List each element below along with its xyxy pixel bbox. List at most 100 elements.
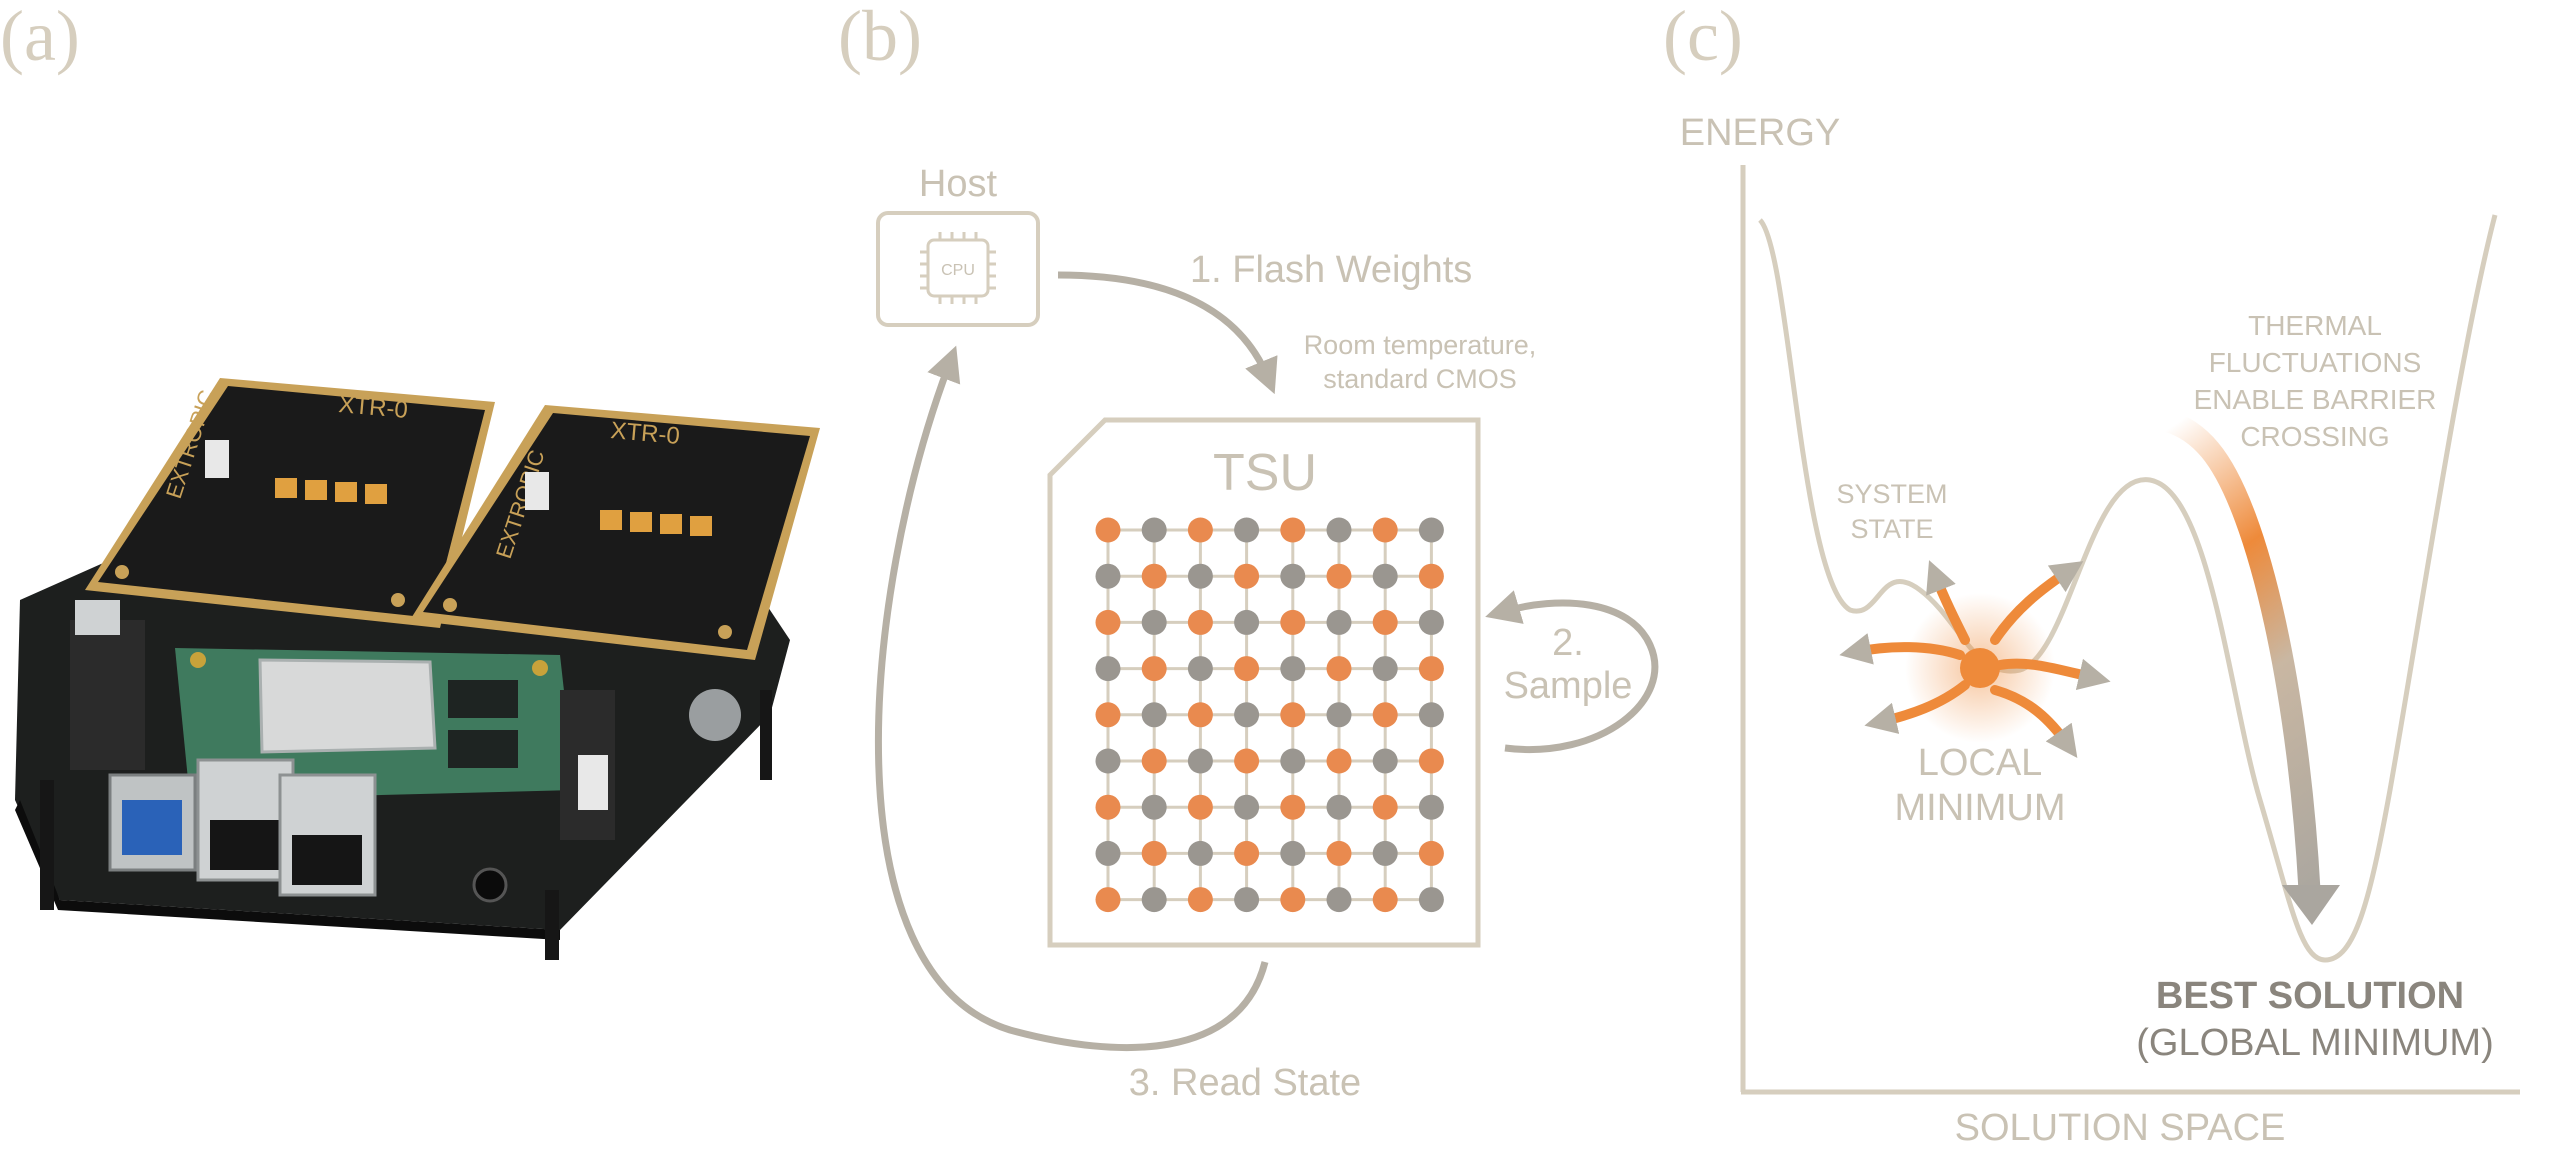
tsu-chip-outline bbox=[1047, 417, 1481, 948]
tsu-node-grey bbox=[1280, 656, 1306, 682]
sample-loop-arrow bbox=[1485, 590, 1659, 753]
mount-hole bbox=[532, 660, 548, 676]
panel-label-a: (a) bbox=[0, 0, 80, 76]
tsu-node-grey bbox=[1234, 887, 1260, 913]
tsu-node-orange bbox=[1141, 748, 1167, 774]
tsu-node-grey bbox=[1095, 563, 1121, 589]
thermal-line2: FLUCTUATIONS bbox=[2209, 347, 2422, 378]
tsu-node-grey bbox=[1372, 840, 1398, 866]
card-label-sticker bbox=[525, 472, 549, 510]
cpu-label: CPU bbox=[941, 262, 975, 279]
tsu-node-orange bbox=[1372, 794, 1398, 820]
usb-port-small bbox=[75, 600, 120, 635]
tsu-node-grey bbox=[1418, 794, 1444, 820]
system-state-ball bbox=[1960, 648, 2000, 688]
tsu-node-grey bbox=[1187, 563, 1213, 589]
board-foot bbox=[545, 890, 559, 960]
connector bbox=[578, 755, 608, 810]
tsu-node-grey bbox=[1141, 702, 1167, 728]
memory-chip bbox=[448, 730, 518, 768]
thermal-line4: CROSSING bbox=[2240, 421, 2389, 452]
cmos-note-line1: Room temperature, bbox=[1304, 330, 1537, 360]
tsu-node-grey bbox=[1141, 517, 1167, 543]
card-brand-text: XTR-0 bbox=[337, 391, 408, 424]
tsu-node-grey bbox=[1280, 563, 1306, 589]
tsu-node-orange bbox=[1280, 702, 1306, 728]
tsu-node-orange bbox=[1095, 609, 1121, 635]
mount-hole bbox=[190, 652, 206, 668]
step1-label: 1. Flash Weights bbox=[1190, 249, 1472, 291]
tsu-node-orange bbox=[1280, 887, 1306, 913]
tsu-node-orange bbox=[1141, 563, 1167, 589]
tsu-node-grey bbox=[1234, 702, 1260, 728]
tsu-node-orange bbox=[1187, 887, 1213, 913]
capacitor bbox=[600, 510, 622, 530]
tsu-node-grey bbox=[1187, 656, 1213, 682]
tsu-node-orange bbox=[1326, 748, 1352, 774]
tsu-node-orange bbox=[1095, 702, 1121, 728]
capacitor bbox=[630, 512, 652, 532]
tsu-node-grey bbox=[1141, 887, 1167, 913]
tsu-node-orange bbox=[1280, 609, 1306, 635]
mount-hole bbox=[391, 593, 405, 607]
tsu-node-grey bbox=[1372, 656, 1398, 682]
tsu-node-orange bbox=[1187, 609, 1213, 635]
tsu-node-orange bbox=[1418, 748, 1444, 774]
tsu-node-orange bbox=[1372, 887, 1398, 913]
tsu-node-grey bbox=[1326, 609, 1352, 635]
panel-label-b: (b) bbox=[838, 0, 922, 76]
tsu-node-orange bbox=[1187, 794, 1213, 820]
tsu-node-orange bbox=[1372, 609, 1398, 635]
capacitor bbox=[690, 516, 712, 536]
tsu-node-orange bbox=[1280, 517, 1306, 543]
tsu-node-orange bbox=[1234, 748, 1260, 774]
card-brand-text: XTR-0 bbox=[609, 417, 680, 450]
usb-port-insert bbox=[122, 800, 182, 855]
system-state-line2: STATE bbox=[1850, 514, 1933, 544]
thermal-line3: ENABLE BARRIER bbox=[2194, 384, 2437, 415]
tsu-node-orange bbox=[1095, 517, 1121, 543]
tsu-node-orange bbox=[1326, 563, 1352, 589]
hardware-board-illustration: XTR-0 EXTROPIC XTR-0 EXTROPIC bbox=[15, 378, 820, 960]
best-solution-line2: (GLOBAL MINIMUM) bbox=[2136, 1022, 2494, 1064]
tsu-node-orange bbox=[1280, 794, 1306, 820]
step2-label-line2: Sample bbox=[1504, 665, 1633, 707]
tsu-node-orange bbox=[1326, 840, 1352, 866]
card-pcb bbox=[98, 386, 485, 618]
tsu-node-grey bbox=[1372, 748, 1398, 774]
tsu-node-orange bbox=[1326, 656, 1352, 682]
capacitor bbox=[275, 478, 297, 498]
tsu-node-grey bbox=[1234, 517, 1260, 543]
pin-header bbox=[70, 620, 145, 770]
tsu-node-orange bbox=[1187, 702, 1213, 728]
tsu-node-grey bbox=[1372, 563, 1398, 589]
step2-label-line1: 2. bbox=[1552, 622, 1584, 664]
local-minimum-line1: LOCAL bbox=[1918, 742, 2043, 784]
y-axis-label: ENERGY bbox=[1680, 112, 1840, 154]
tsu-node-grey bbox=[1326, 702, 1352, 728]
system-state-line1: SYSTEM bbox=[1836, 479, 1947, 509]
tsu-node-grey bbox=[1418, 887, 1444, 913]
tsu-node-grey bbox=[1141, 794, 1167, 820]
card-pcb bbox=[423, 413, 810, 650]
panel-label-c: (c) bbox=[1663, 0, 1743, 76]
tsu-node-orange bbox=[1187, 517, 1213, 543]
capacitor bbox=[365, 484, 387, 504]
board-foot bbox=[760, 690, 772, 780]
host-box bbox=[876, 211, 1040, 327]
tsu-node-orange bbox=[1234, 563, 1260, 589]
tsu-node-grey bbox=[1095, 656, 1121, 682]
tsu-node-grey bbox=[1418, 517, 1444, 543]
capacitor bbox=[335, 482, 357, 502]
tsu-node-grey bbox=[1326, 794, 1352, 820]
tsu-node-orange bbox=[1234, 656, 1260, 682]
tsu-node-grey bbox=[1326, 887, 1352, 913]
mount-hole bbox=[718, 625, 732, 639]
tsu-node-grey bbox=[1280, 840, 1306, 866]
best-solution-line1: BEST SOLUTION bbox=[2156, 975, 2464, 1017]
thermal-arrow-head bbox=[2282, 885, 2340, 925]
tsu-node-grey bbox=[1141, 609, 1167, 635]
tsu-node-grid bbox=[1095, 517, 1444, 913]
tsu-node-grey bbox=[1280, 748, 1306, 774]
tsu-node-grey bbox=[1187, 840, 1213, 866]
